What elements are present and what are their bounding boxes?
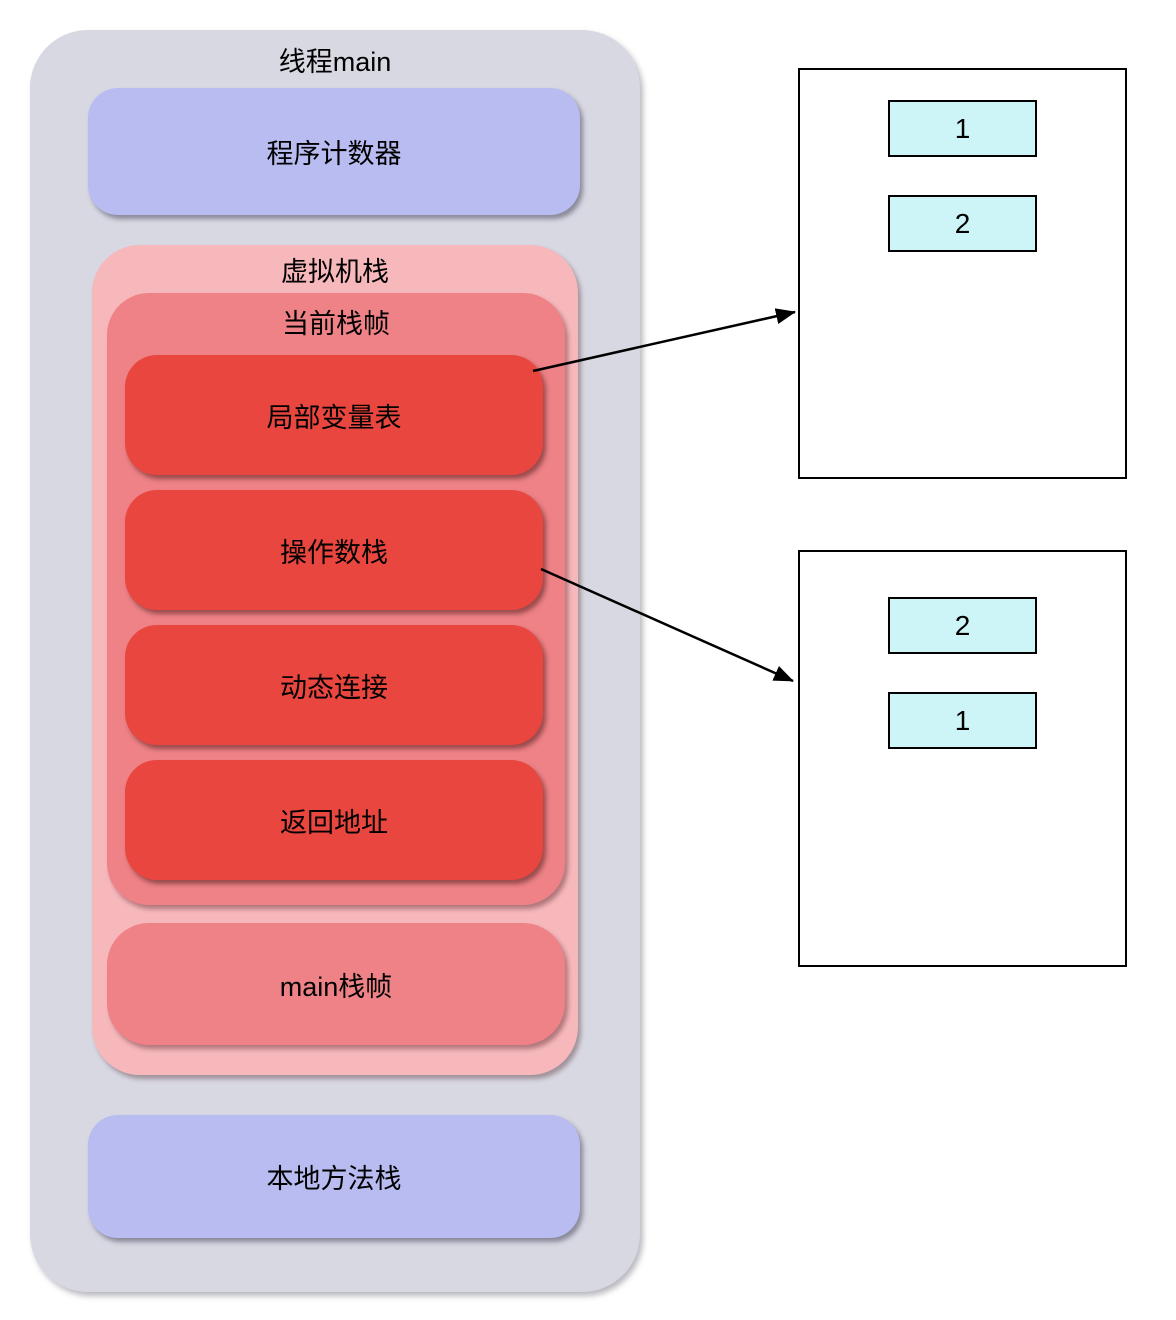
local-variable-table-label: 局部变量表: [266, 402, 402, 433]
program-counter-box: 程序计数器: [88, 88, 580, 215]
native-method-stack-label: 本地方法栈: [266, 1164, 402, 1194]
local-var-slot-2-value: 2: [954, 207, 971, 239]
vm-stack-title: 虚拟机栈: [281, 257, 389, 287]
return-address-box: 返回地址: [125, 760, 543, 880]
operand-stack-panel: 2 1: [798, 550, 1127, 967]
program-counter-label: 程序计数器: [266, 139, 402, 169]
operand-slot-top-value: 2: [954, 609, 971, 641]
operand-stack-label: 操作数栈: [280, 537, 388, 568]
thread-main-container: 线程main 程序计数器 虚拟机栈 当前栈帧 局部变量表 操作数栈 动态连接: [30, 30, 640, 1292]
operand-slot-bottom-value: 1: [954, 704, 971, 736]
local-variable-table-panel: 1 2: [798, 68, 1127, 479]
current-frame-title: 当前栈帧: [282, 309, 390, 339]
dynamic-linking-label: 动态连接: [280, 672, 388, 703]
local-var-slot-2: 2: [888, 195, 1037, 252]
return-address-label: 返回地址: [280, 807, 388, 838]
thread-main-title: 线程main: [278, 47, 392, 77]
operand-slot-bottom: 1: [888, 692, 1037, 749]
native-method-stack-box: 本地方法栈: [88, 1115, 580, 1238]
current-frame-container: 当前栈帧 局部变量表 操作数栈 动态连接 返回地址: [107, 293, 565, 905]
main-frame-label: main栈帧: [279, 971, 393, 1002]
operand-stack-box: 操作数栈: [125, 490, 543, 610]
dynamic-linking-box: 动态连接: [125, 625, 543, 745]
local-var-slot-1: 1: [888, 100, 1037, 157]
local-variable-table-box: 局部变量表: [125, 355, 543, 475]
vm-stack-container: 虚拟机栈 当前栈帧 局部变量表 操作数栈 动态连接 返回地址 main栈帧: [92, 245, 578, 1075]
main-frame-box: main栈帧: [107, 923, 565, 1045]
operand-slot-top: 2: [888, 597, 1037, 654]
local-var-slot-1-value: 1: [954, 112, 971, 144]
